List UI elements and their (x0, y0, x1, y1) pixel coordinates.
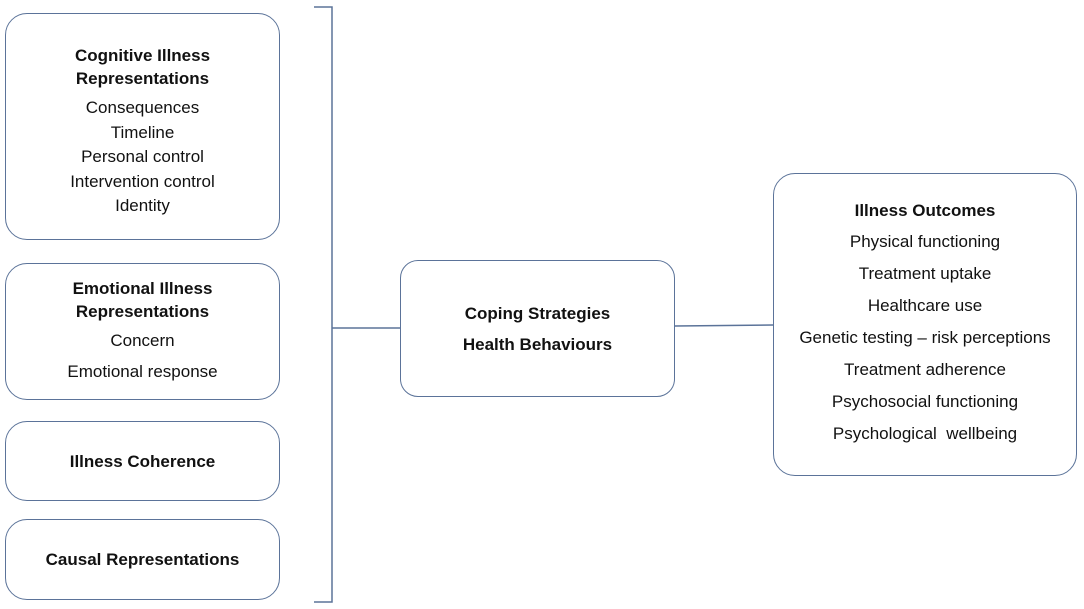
cognitive-item: Timeline (110, 122, 175, 142)
coping-strategies-box: Coping Strategies Health Behaviours (400, 260, 675, 397)
illness-coherence-box: Illness Coherence (5, 421, 280, 501)
cognitive-illness-representations-box: Cognitive Illness Representations Conseq… (5, 13, 280, 240)
cognitive-item: Intervention control (70, 171, 215, 191)
outcomes-item: Physical functioning (849, 232, 1001, 251)
outcomes-title: Illness Outcomes (854, 201, 996, 220)
left-bracket (314, 6, 333, 603)
causal-representations-box: Causal Representations (5, 519, 280, 600)
causal-title: Causal Representations (45, 550, 240, 569)
cognitive-item: Personal control (81, 147, 204, 167)
outcomes-item: Psychosocial functioning (831, 392, 1019, 411)
coherence-title: Illness Coherence (69, 451, 216, 471)
emotional-item: Emotional response (67, 361, 218, 381)
emotional-item: Concern (110, 330, 175, 350)
outcomes-item: Treatment adherence (844, 360, 1006, 379)
illness-outcomes-box: Illness Outcomes Physical functioning Tr… (773, 173, 1077, 476)
cognitive-item: Consequences (85, 98, 200, 118)
cognitive-title: Cognitive Illness Representations (74, 46, 211, 89)
outcomes-item: Healthcare use (867, 296, 983, 315)
emotional-illness-representations-box: Emotional Illness Representations Concer… (5, 263, 280, 400)
emotional-title: Emotional Illness Representations (72, 278, 213, 321)
outcomes-item: Treatment uptake (858, 264, 992, 283)
coping-title: Coping Strategies (464, 303, 611, 323)
coping-to-outcomes-connector (674, 324, 774, 327)
coping-subtitle: Health Behaviours (462, 334, 613, 354)
cognitive-item: Identity (115, 196, 170, 216)
outcomes-item: Genetic testing – risk perceptions (799, 328, 1051, 347)
outcomes-item: Psychological wellbeing (832, 424, 1018, 443)
